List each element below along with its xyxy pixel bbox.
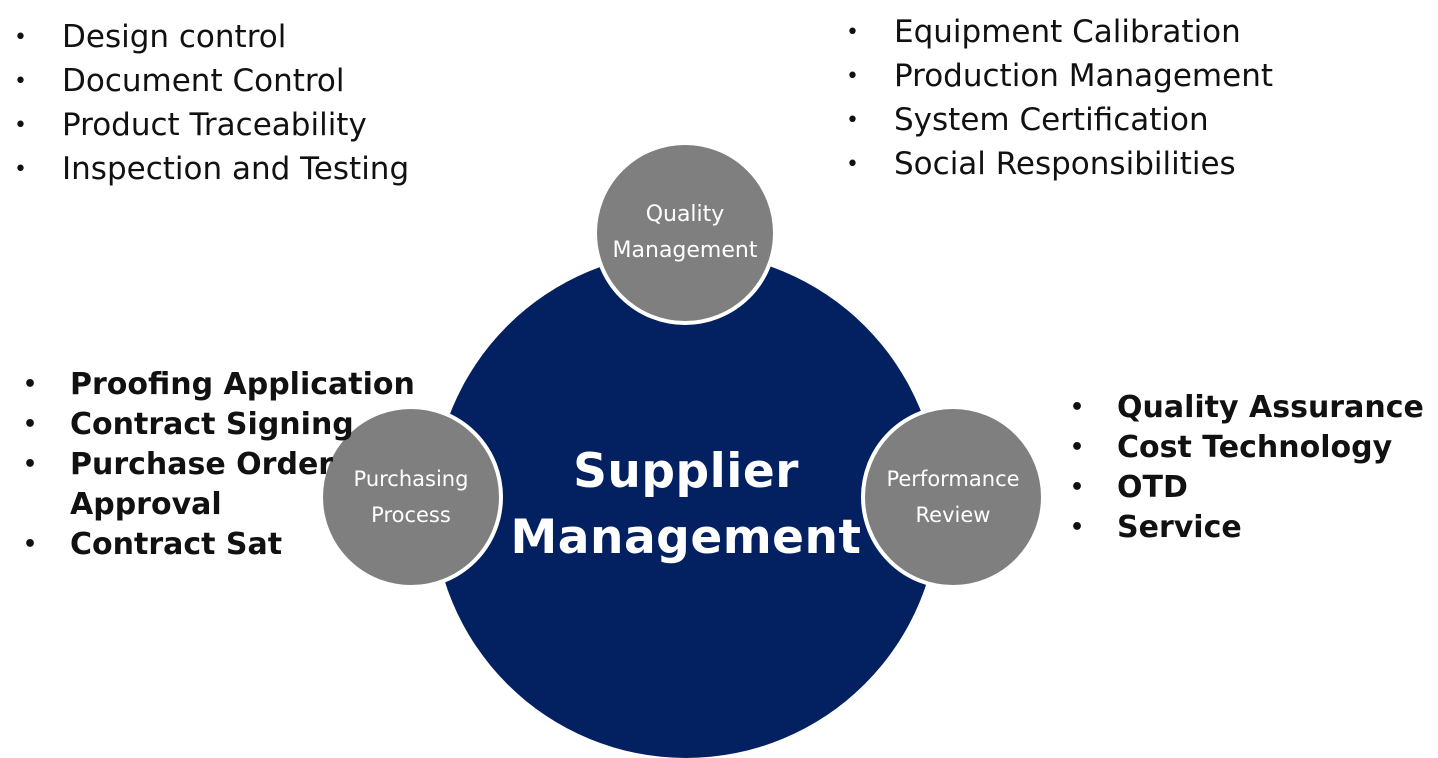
quality-management-bullet-list: •Design control •Document Control •Produ… (14, 15, 409, 191)
quality-management-node: Quality Management (593, 141, 777, 325)
node-label-line: Review (915, 503, 991, 527)
supplier-management-circle (433, 252, 939, 758)
purchasing-process-node: Purchasing Process (319, 405, 503, 589)
performance-bullet-list: •Quality Assurance •Cost Technology •OTD… (1070, 388, 1424, 548)
list-item: •Equipment Calibration (846, 10, 1273, 54)
node-label-line: Quality (645, 202, 725, 227)
node-label-line: Performance (886, 467, 1020, 491)
list-item: •Social Responsibilities (846, 142, 1273, 186)
bullet-icon: • (1070, 395, 1085, 420)
list-item: •Product Traceability (14, 103, 409, 147)
quality-system-bullet-list: •Equipment Calibration •Production Manag… (846, 10, 1273, 186)
list-item: •Purchase Order (23, 445, 415, 485)
list-item: •Proofing Application (23, 365, 415, 405)
center-title-line: Management (510, 510, 862, 565)
list-item: •Cost Technology (1070, 428, 1424, 468)
bullet-icon: • (1070, 435, 1085, 460)
bullet-icon: • (23, 532, 38, 557)
bullet-icon: • (846, 20, 859, 45)
list-item: •System Certification (846, 98, 1273, 142)
purchasing-bullet-list: •Proofing Application •Contract Signing … (23, 365, 415, 565)
bullet-icon: • (14, 113, 27, 138)
bullet-icon: • (23, 372, 38, 397)
list-item: •Document Control (14, 59, 409, 103)
list-item: •Production Management (846, 54, 1273, 98)
list-item-continuation: Approval (70, 487, 222, 522)
bullet-icon: • (23, 412, 38, 437)
list-item: •OTD (1070, 468, 1424, 508)
bullet-icon: • (846, 108, 859, 133)
node-label-line: Purchasing (353, 467, 469, 491)
node-label-line: Process (371, 503, 451, 527)
bullet-icon: • (846, 152, 859, 177)
bullet-icon: • (14, 25, 27, 50)
performance-review-node: Performance Review (861, 405, 1045, 589)
list-item: •Inspection and Testing (14, 147, 409, 191)
center-title: Supplier Management (433, 439, 939, 571)
node-label-line: Management (612, 238, 758, 263)
bullet-icon: • (23, 452, 38, 477)
list-item: •Design control (14, 15, 409, 59)
bullet-icon: • (1070, 515, 1085, 540)
list-item: •Contract Sat (23, 525, 415, 565)
center-title-line: Supplier (573, 444, 799, 499)
bullet-icon: • (14, 69, 27, 94)
list-item: •Service (1070, 508, 1424, 548)
bullet-icon: • (1070, 475, 1085, 500)
bullet-icon: • (846, 64, 859, 89)
list-item: •Contract Signing (23, 405, 415, 445)
bullet-icon: • (14, 157, 27, 182)
list-item: •Quality Assurance (1070, 388, 1424, 428)
